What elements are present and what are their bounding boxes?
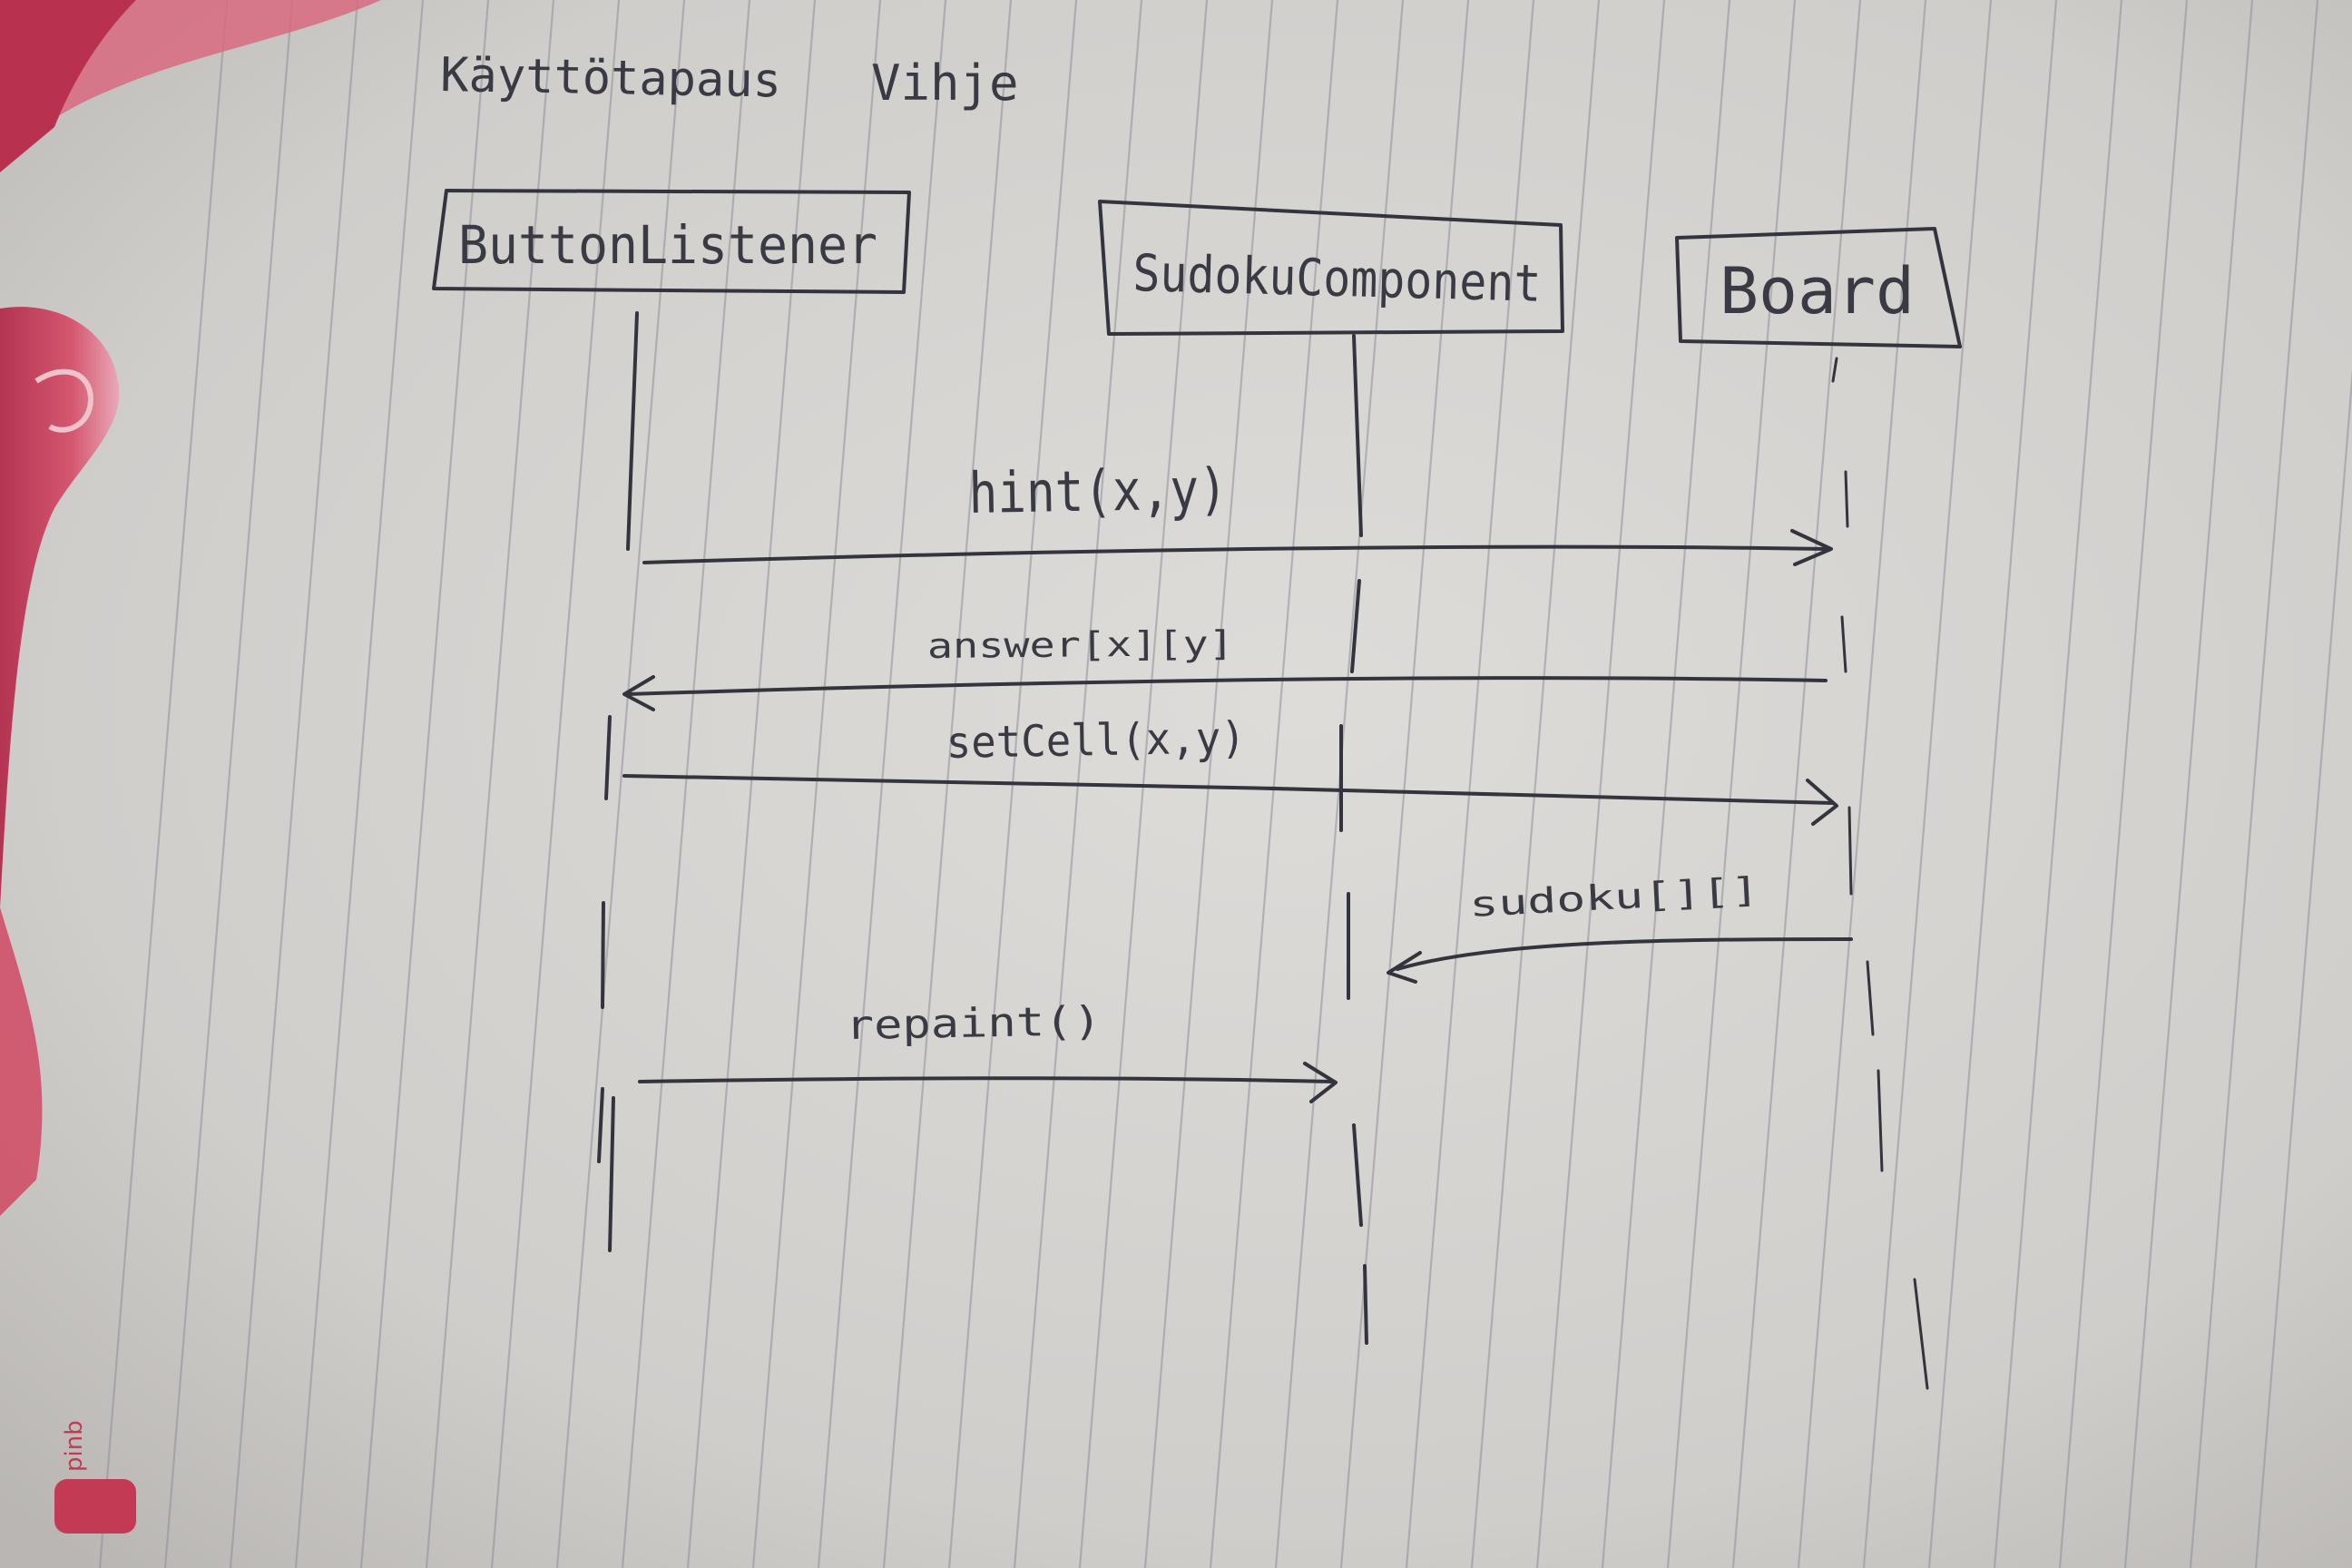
pink-margin-decoration: [0, 0, 381, 1216]
ruled-line: [1535, 0, 1666, 1568]
participant-board: Board: [1675, 227, 1962, 348]
ruled-line: [294, 0, 425, 1568]
ruled-line: [882, 0, 1013, 1568]
ruled-line: [1993, 0, 2123, 1568]
ruled-line: [1731, 0, 1862, 1568]
ruled-line: [229, 0, 359, 1568]
ruled-line: [621, 0, 751, 1568]
ruled-line: [1927, 0, 2058, 1568]
ruled-line: [1143, 0, 1274, 1568]
message-setcell: setCell(x,y): [622, 712, 1838, 826]
ruled-line: [1666, 0, 1797, 1568]
message-label: repaint(): [845, 998, 1102, 1049]
message-repaint: repaint(): [638, 998, 1338, 1103]
message-label: hint(x,y): [968, 456, 1228, 526]
diagram-title: Käyttötapaus Vihje: [440, 48, 1019, 112]
message-label: setCell(x,y): [946, 712, 1246, 769]
participant-label: ButtonListener: [458, 214, 877, 276]
svg-text:pinb: pinb: [61, 1420, 88, 1472]
ruled-line: [425, 0, 555, 1568]
title-kayttotapaus: Käyttötapaus: [440, 48, 782, 109]
participant-sudokucomponent: SudokuComponent: [1098, 200, 1564, 336]
ruled-line: [817, 0, 947, 1568]
ruled-line: [98, 0, 229, 1568]
ruled-line: [686, 0, 817, 1568]
message-answer: answer[x][y]: [622, 623, 1828, 711]
ruled-line: [1209, 0, 1339, 1568]
ruled-line: [2254, 368, 2352, 1568]
ruled-line: [1405, 0, 1535, 1568]
ruled-line: [1078, 0, 1209, 1568]
ruled-line: [2123, 0, 2254, 1568]
participant-label: Board: [1720, 254, 1915, 328]
ruled-line: [359, 0, 490, 1568]
ruled-line: [1862, 0, 1993, 1568]
brand-logo-fragment: pinb: [54, 1420, 136, 1534]
lifeline-buttonlistener: [597, 311, 639, 1252]
ruled-line: [2058, 0, 2189, 1568]
participant-label: SudokuComponent: [1132, 244, 1543, 314]
message-hint: hint(x,y): [642, 456, 1833, 566]
ruled-line: [490, 0, 621, 1568]
participant-buttonlistener: ButtonListener: [432, 189, 911, 294]
ruled-line: [2189, 0, 2319, 1568]
ruled-line: [163, 0, 294, 1568]
ruled-line: [1797, 0, 1927, 1568]
ruled-line: [751, 0, 882, 1568]
ruled-line: [1601, 0, 1731, 1568]
ruled-line: [555, 0, 686, 1568]
lifeline-sudokucomponent: [1339, 334, 1368, 1345]
title-vihje: Vihje: [871, 54, 1019, 112]
message-label: answer[x][y]: [927, 623, 1234, 666]
ruled-line: [1339, 0, 1470, 1568]
lifeline-board: [1831, 357, 1929, 1390]
ruled-line: [1470, 0, 1601, 1568]
